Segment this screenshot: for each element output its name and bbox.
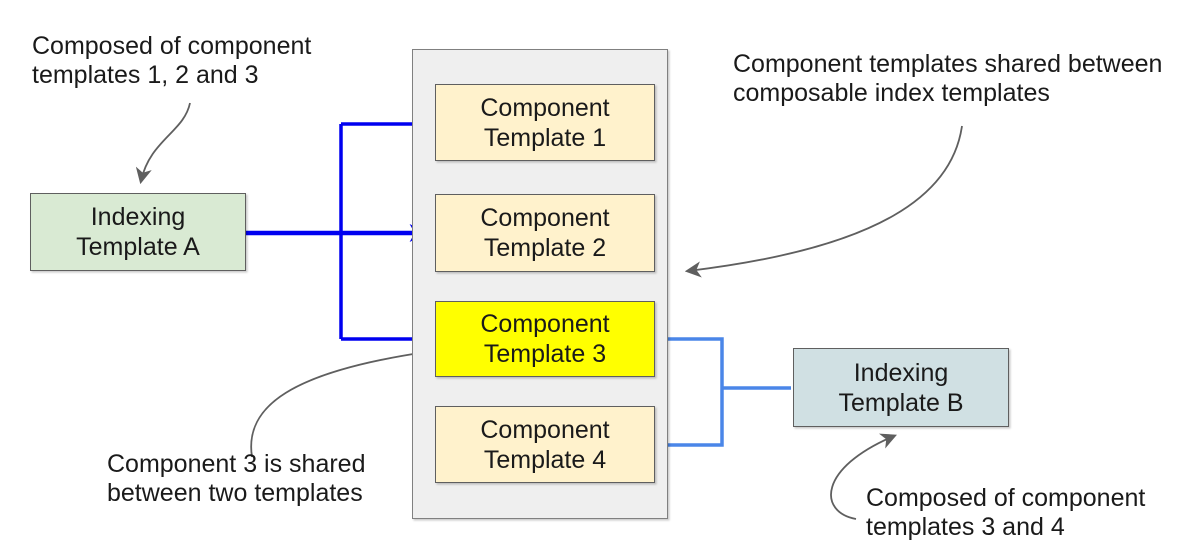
- component-template-4-box: Component Template 4: [435, 406, 655, 483]
- annotation-bottom-left: Component 3 is shared between two templa…: [107, 450, 366, 507]
- annotation-arrow-top-right: [684, 125, 963, 278]
- annotation-top-left: Composed of component templates 1, 2 and…: [32, 32, 312, 89]
- indexing-template-a-box: Indexing Template A: [30, 193, 246, 271]
- annotation-bottom-right: Composed of component templates 3 and 4: [866, 484, 1146, 541]
- annotation-arrow-bottom-left: [250, 345, 430, 458]
- annotation-arrow-bottom-right: [830, 433, 897, 520]
- annotation-arrow-top-left: [135, 102, 191, 185]
- indexing-template-b-box: Indexing Template B: [793, 348, 1009, 427]
- annotation-top-right: Component templates shared between compo…: [733, 50, 1163, 107]
- component-template-3-box: Component Template 3: [435, 301, 655, 377]
- component-template-2-box: Component Template 2: [435, 194, 655, 272]
- edge-components-3-4-bracket: [654, 337, 724, 447]
- component-template-1-box: Component Template 1: [435, 84, 655, 161]
